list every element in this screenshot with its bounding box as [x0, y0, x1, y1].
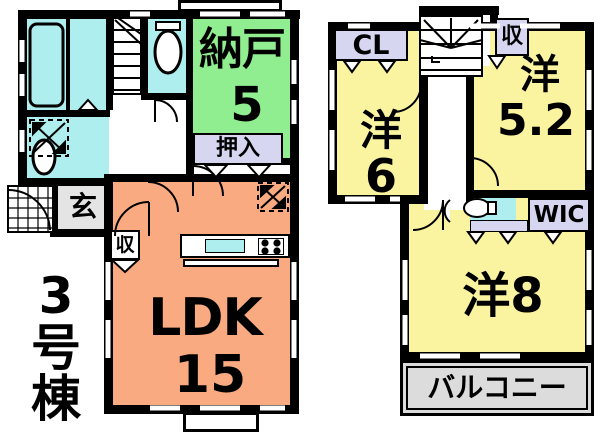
wall-1f-left — [18, 10, 27, 186]
wall-1f-genkan-left-edge — [50, 180, 58, 188]
floor1-plan: 押入 収 納戸 5 LDK 15 玄 — [18, 0, 300, 432]
wic-label: WIC — [533, 201, 585, 228]
nando-label: 納戸 — [188, 22, 296, 78]
balcony-label-text: バルコニー — [427, 371, 567, 404]
building-number-char-1: 3 — [38, 267, 74, 325]
ldk-closet: 収 — [110, 230, 140, 260]
oshiire-label: 押入 — [215, 136, 260, 161]
oshiire-closet: 押入 — [193, 133, 283, 165]
wic-closet: WIC — [528, 198, 590, 232]
yoshitsu6-label-text: 洋 — [359, 106, 402, 155]
wall-bath-bottom — [22, 110, 110, 117]
hallway-1f — [109, 96, 191, 178]
balcony-inner-outline — [406, 366, 588, 410]
ldk-closet-label: 収 — [115, 233, 135, 256]
wall-1f-right — [290, 10, 299, 414]
wall-2f-yoshitsu6-top — [328, 22, 428, 31]
cl-closet: CL — [334, 29, 408, 61]
shuunou-2f-label: 収 — [500, 24, 523, 49]
toilet-2f-fill — [470, 198, 516, 220]
ldk-size-text: 15 — [173, 345, 247, 405]
wall-2f-yoshitsu8-left — [400, 198, 409, 360]
ldk-label: LDK — [112, 290, 298, 346]
wall-2f-hall-left — [419, 14, 428, 204]
yoshitsu8-label: 洋 8 — [438, 268, 568, 324]
wic-band — [470, 220, 528, 232]
wall-bath-right — [106, 10, 113, 110]
wall-hall-right — [186, 96, 193, 180]
genkan-label-text: 玄 — [68, 190, 97, 223]
wall-bath-inner-divider — [66, 18, 70, 110]
balcony-label: バルコニー — [406, 366, 588, 410]
yoshitsu52-label: 洋 — [490, 52, 590, 98]
hallway-2f — [424, 62, 470, 210]
wall-ldk-top — [104, 174, 292, 182]
wall-2f-stair-right — [490, 6, 498, 28]
wall-2f-stair-top — [419, 6, 499, 15]
nando-size-text: 5 — [230, 77, 264, 133]
ldk-label-text: LDK — [148, 288, 263, 348]
yoshitsu8-size-text: 8 — [510, 268, 544, 324]
wall-toilet-right — [186, 10, 193, 100]
cl-label: CL — [352, 29, 390, 61]
wall-toilet-bottom — [141, 93, 193, 100]
yoshitsu8-label-text: 洋 — [462, 268, 511, 324]
nando-bay-window — [178, 0, 282, 12]
nando-label-text: 納戸 — [199, 24, 286, 75]
wall-2f-yoshitsu6-bottom — [328, 195, 428, 204]
kitchen-stove-icon — [258, 238, 284, 255]
washroom-fill — [26, 116, 109, 184]
shuunou-2f-closet: 収 — [495, 18, 529, 56]
yoshitsu6-label: 洋 — [338, 108, 424, 154]
wall-1f-left-lower — [50, 180, 58, 236]
ldk-bay-window — [183, 412, 259, 432]
genkan-label: 玄 — [55, 186, 111, 228]
wall-1f-top — [18, 10, 300, 19]
wall-2f-left — [328, 22, 337, 202]
wall-2f-hall-right — [466, 14, 474, 204]
yoshitsu52-size-text: 5.2 — [497, 95, 575, 146]
floor2-plan: CL 収 WIC 洋 6 洋 5.2 洋 8 バルコニー — [320, 0, 600, 443]
building-number-char-3: 棟 — [31, 370, 81, 428]
ldk-size: 15 — [122, 348, 298, 402]
wall-1f-midline-left — [18, 178, 113, 186]
wall-1f-genkan-bottom — [50, 229, 112, 237]
yoshitsu6-size: 6 — [338, 152, 424, 200]
building-number-char-2: 号 — [31, 318, 81, 377]
nando-size: 5 — [198, 80, 296, 130]
kitchen-sink-icon — [205, 239, 245, 253]
building-number-label: 3 号 棟 — [18, 267, 94, 428]
wall-2f-top-right — [466, 22, 594, 31]
wall-toilet-left — [141, 10, 148, 100]
toilet-1f-fill — [148, 18, 188, 96]
yoshitsu52-label-text: 洋 — [520, 52, 560, 98]
yoshitsu6-size-text: 6 — [364, 149, 397, 203]
yoshitsu52-size: 5.2 — [480, 96, 592, 146]
wall-2f-yoshitsu52-bottom — [466, 190, 594, 198]
kitchen-counter-front — [183, 259, 279, 267]
